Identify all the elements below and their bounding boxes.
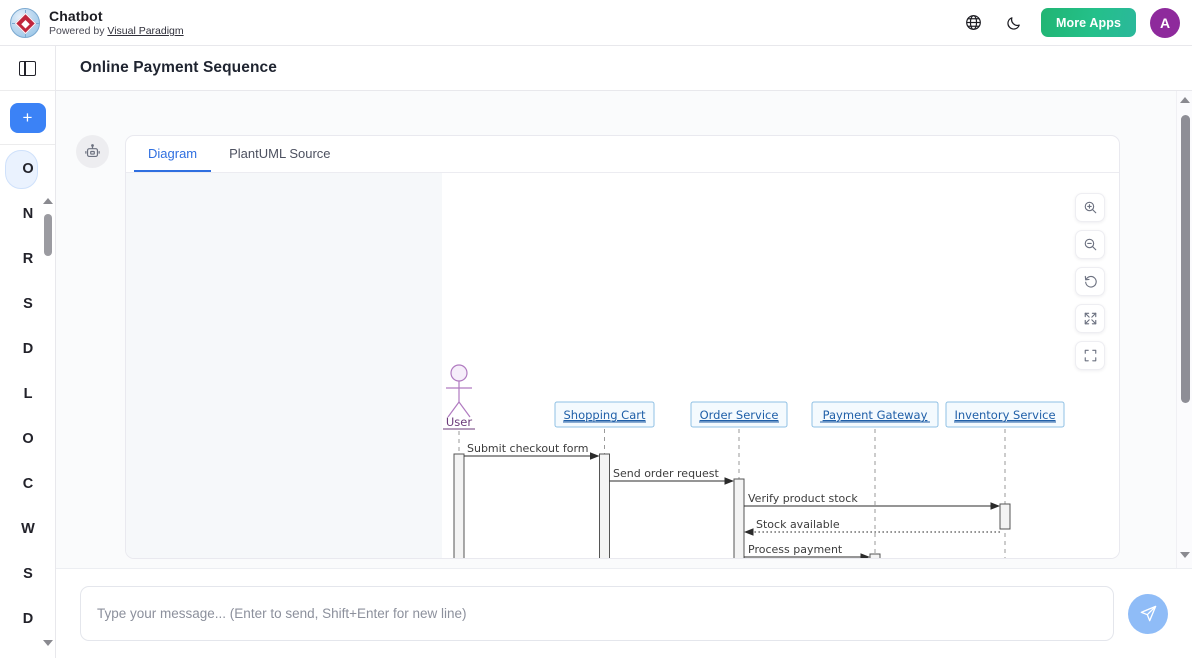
main-scrollbar[interactable] (1176, 91, 1192, 568)
reset-icon[interactable] (1075, 267, 1105, 296)
rail-item-label: O (22, 160, 34, 177)
app-title: Chatbot (49, 7, 103, 24)
app-header: Chatbot Powered by Visual Paradigm More … (0, 0, 1192, 46)
left-rail: + O N R S D L O C W S D (0, 46, 56, 658)
chat-main-area: Diagram PlantUML Source User (56, 91, 1192, 568)
fit-screen-icon[interactable] (1075, 304, 1105, 333)
svg-text:Submit checkout form: Submit checkout form (467, 442, 589, 455)
rail-scrollbar[interactable] (43, 146, 53, 656)
new-chat-row: + (0, 91, 55, 145)
svg-text:Shopping Cart: Shopping Cart (564, 408, 646, 422)
fullscreen-icon[interactable] (1075, 341, 1105, 370)
rail-scroll-thumb[interactable] (44, 214, 52, 256)
rail-item-10[interactable]: D (0, 596, 56, 641)
bot-message-row: Diagram PlantUML Source User (76, 135, 1120, 559)
page-title: Online Payment Sequence (80, 59, 277, 76)
rail-item-label: R (22, 250, 34, 267)
panel-toggle-icon (19, 60, 36, 76)
send-button[interactable] (1128, 593, 1168, 634)
rail-items-list[interactable]: O N R S D L O C W S D (0, 146, 56, 658)
rail-item-label: C (22, 475, 34, 492)
svg-text:Order Service: Order Service (700, 408, 779, 422)
message-stock-available: Stock available (744, 518, 1000, 536)
rail-item-9[interactable]: S (0, 551, 56, 596)
rail-item-label: O (22, 430, 34, 447)
svg-text:Verify product stock: Verify product stock (748, 492, 858, 505)
rail-item-0[interactable]: O (0, 146, 56, 191)
header-actions: More Apps A (961, 7, 1192, 38)
participant-payment-gateway: Payment Gateway (811, 401, 939, 428)
new-chat-button[interactable]: + (9, 102, 46, 133)
message-composer (56, 568, 1192, 658)
rail-item-label: S (23, 295, 33, 312)
rail-item-4[interactable]: D (0, 326, 56, 371)
message-process-payment: Process payment (744, 543, 870, 558)
globe-icon[interactable] (961, 10, 987, 36)
zoom-in-icon[interactable] (1075, 193, 1105, 222)
rail-item-label: D (22, 610, 34, 627)
scroll-thumb[interactable] (1180, 115, 1190, 403)
tab-diagram[interactable]: Diagram (134, 136, 212, 172)
message-send-order-request: Send order request (609, 467, 734, 485)
rail-item-1[interactable]: N (0, 191, 56, 236)
rail-item-2[interactable]: R (0, 236, 56, 281)
brand: Chatbot Powered by Visual Paradigm (0, 7, 184, 38)
svg-text:Send order request: Send order request (613, 467, 720, 480)
robot-icon (76, 135, 109, 168)
sequence-diagram-svg: User Shopping Cart Order Service (443, 364, 1065, 558)
diagram-tools[interactable] (1075, 193, 1105, 370)
sidebar-toggle-button[interactable] (0, 46, 55, 91)
send-paper-plane-icon (1140, 605, 1156, 622)
participant-order-service: Order Service (690, 401, 788, 428)
svg-text:Inventory Service: Inventory Service (954, 408, 1055, 422)
rail-item-3[interactable]: S (0, 281, 56, 326)
rail-scroll-up-icon[interactable] (43, 198, 53, 208)
visual-paradigm-link[interactable]: Visual Paradigm (107, 25, 184, 38)
svg-text:Process payment: Process payment (748, 543, 843, 556)
moon-icon[interactable] (1001, 10, 1027, 36)
participant-inventory-service: Inventory Service (945, 401, 1065, 428)
rail-scroll-down-icon[interactable] (43, 640, 53, 650)
scroll-down-icon[interactable] (1180, 552, 1190, 562)
rail-item-8[interactable]: W (0, 506, 56, 551)
more-apps-button[interactable]: More Apps (1040, 8, 1136, 37)
participant-shopping-cart: Shopping Cart (554, 401, 655, 428)
message-input[interactable] (80, 586, 1114, 641)
diagram-card: Diagram PlantUML Source User (125, 135, 1120, 559)
actor-user (446, 364, 472, 418)
card-tabs[interactable]: Diagram PlantUML Source (126, 136, 1119, 173)
powered-by-prefix: Powered by (49, 25, 108, 38)
diagram-paper (442, 173, 1119, 558)
message-verify-product-stock: Verify product stock (744, 492, 1000, 510)
actor-label-user: User (446, 415, 472, 429)
diagram-canvas[interactable]: User Shopping Cart Order Service (126, 173, 1119, 558)
page-titlebar: Online Payment Sequence (56, 46, 1192, 91)
svg-text:Payment Gateway: Payment Gateway (823, 408, 928, 422)
zoom-out-icon[interactable] (1075, 230, 1105, 259)
rail-item-7[interactable]: C (0, 461, 56, 506)
tab-plantuml-source[interactable]: PlantUML Source (229, 145, 331, 161)
rail-item-6[interactable]: O (0, 416, 56, 461)
svg-text:Stock available: Stock available (756, 518, 840, 531)
powered-by-text: Powered by Visual Paradigm (49, 25, 184, 37)
scroll-up-icon[interactable] (1180, 97, 1190, 107)
visual-paradigm-logo-icon (10, 7, 40, 38)
rail-item-5[interactable]: L (0, 371, 56, 416)
activation-bars (453, 453, 1011, 558)
message-submit-checkout-form: Submit checkout form (464, 442, 600, 460)
rail-item-label: D (22, 340, 34, 357)
rail-item-label: L (23, 385, 33, 402)
rail-item-label: N (22, 205, 34, 222)
rail-item-label: S (23, 565, 33, 582)
rail-item-label: W (21, 520, 35, 537)
avatar[interactable]: A (1150, 7, 1180, 38)
